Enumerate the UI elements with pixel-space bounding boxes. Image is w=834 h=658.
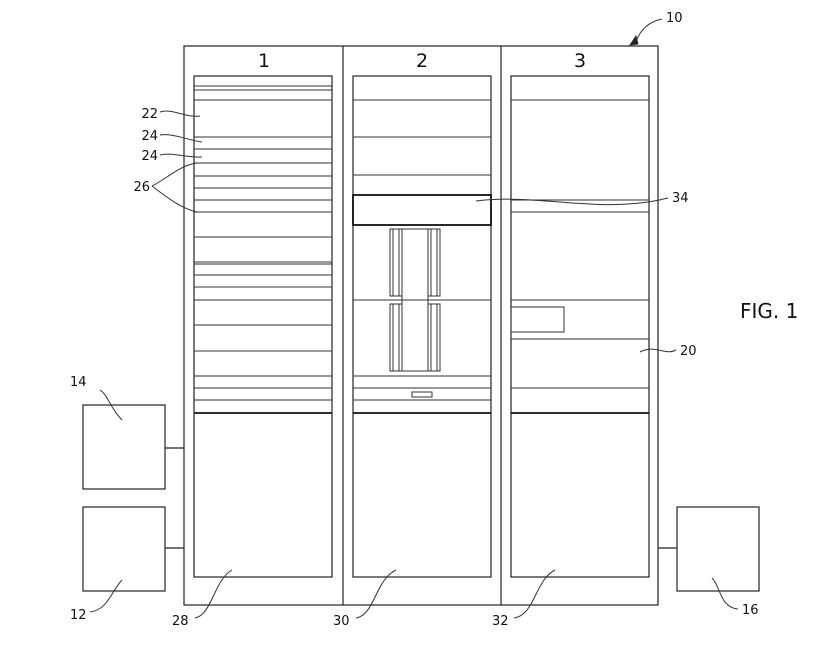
- cabinet-number-2: 2: [416, 50, 428, 72]
- leader-lines: [89, 18, 739, 619]
- cabinet-2-rack: [352, 75, 492, 578]
- cabinet-1-rack: [193, 75, 333, 578]
- cabinet-number-1: 1: [258, 50, 270, 72]
- figure-label: FIG. 1: [740, 299, 798, 323]
- unit-12-box: [82, 506, 166, 592]
- unit-14-box: [82, 404, 166, 490]
- ref-22: 22: [141, 107, 158, 122]
- cabinet-3: [510, 75, 650, 578]
- ref-34: 34: [672, 191, 689, 206]
- cabinet-3-rack: [510, 75, 650, 578]
- ref-24-a: 24: [141, 129, 158, 144]
- cabinet-number-3: 3: [574, 50, 586, 72]
- ref-32: 32: [492, 614, 509, 629]
- ref-16: 16: [742, 603, 759, 618]
- center-device: [389, 228, 441, 372]
- panel-20: [510, 306, 565, 333]
- unit-16-box: [676, 506, 760, 592]
- ref-10: 10: [666, 11, 683, 26]
- cabinet-1: [193, 75, 333, 578]
- ref-14: 14: [70, 375, 87, 390]
- shelf-34: [352, 194, 492, 226]
- ref-12: 12: [70, 608, 87, 623]
- cabinet-2: [352, 75, 492, 578]
- outer-frame: [183, 45, 659, 606]
- small-indicator: [411, 391, 433, 398]
- ref-24-b: 24: [141, 149, 158, 164]
- ref-26: 26: [133, 180, 150, 195]
- ref-28: 28: [172, 614, 189, 629]
- ref-20: 20: [680, 344, 697, 359]
- ref-30: 30: [333, 614, 350, 629]
